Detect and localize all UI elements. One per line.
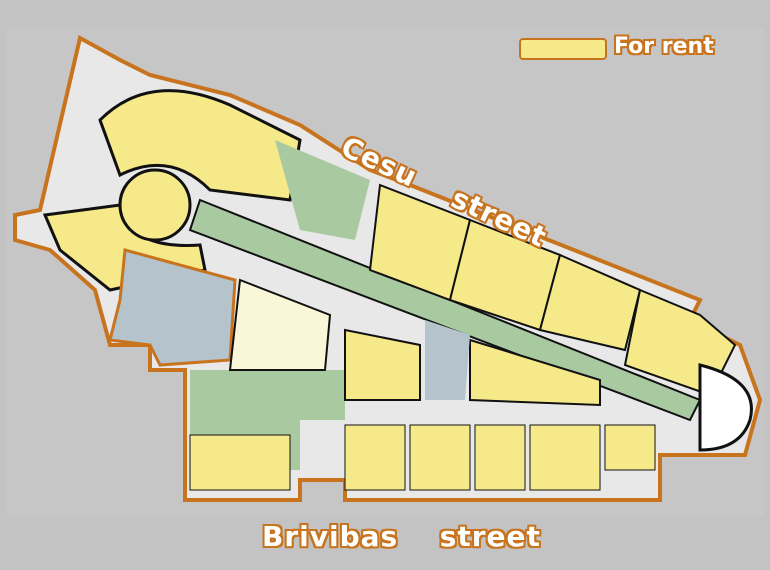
hall bbox=[108, 248, 237, 367]
rental-unit bbox=[604, 424, 656, 471]
lobby bbox=[228, 278, 332, 371]
rental-unit bbox=[189, 434, 291, 491]
corridor-north bbox=[275, 140, 370, 240]
rental-unit bbox=[529, 424, 601, 491]
hall-east bbox=[425, 320, 470, 400]
legend-label: For rent bbox=[614, 34, 714, 59]
rental-units-cesu bbox=[344, 183, 737, 407]
rental-unit-round bbox=[98, 89, 302, 202]
rental-unit bbox=[469, 338, 601, 407]
rental-unit bbox=[344, 424, 406, 491]
corridor-main bbox=[188, 198, 702, 422]
rental-unit-center bbox=[118, 168, 192, 242]
rental-units-brivibas bbox=[189, 424, 656, 491]
rental-unit bbox=[409, 424, 471, 491]
rental-unit bbox=[538, 253, 642, 352]
round-end-room bbox=[698, 363, 753, 452]
street-label-brivibas: Brivibas street bbox=[262, 520, 541, 553]
legend-swatch-for-rent bbox=[519, 38, 607, 60]
rental-unit bbox=[474, 424, 526, 491]
rental-unit bbox=[344, 328, 421, 401]
